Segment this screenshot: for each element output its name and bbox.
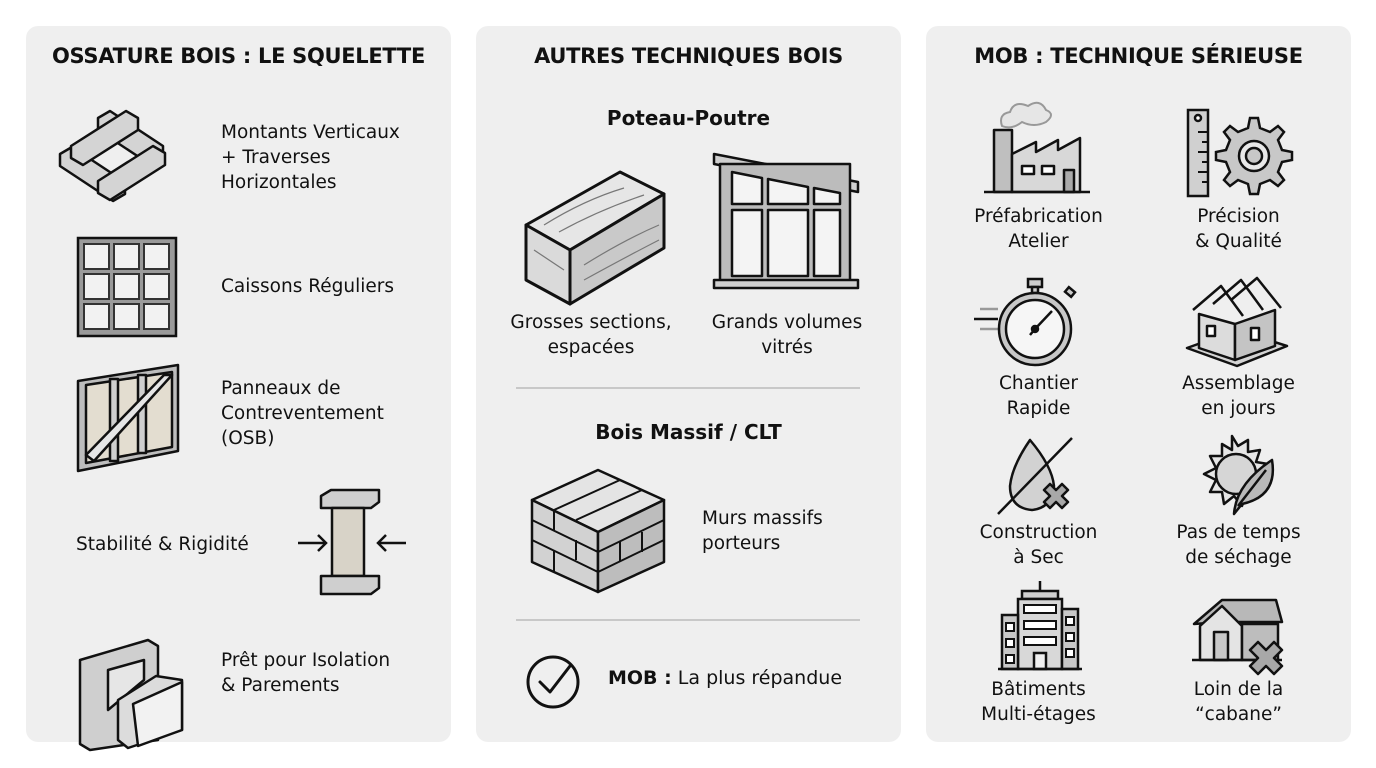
insulated-wall-layers-icon: [78, 638, 184, 752]
multi-storey-building-icon: [998, 581, 1082, 671]
item-label: espacées: [547, 337, 635, 358]
item-label: Chantier: [998, 373, 1079, 394]
item-label: Montants Verticaux: [221, 122, 400, 143]
item-label: Murs massifs: [702, 508, 823, 529]
large-glazed-window-icon: [712, 152, 860, 290]
panel-title: MOB : TECHNIQUE SÉRIEUSE: [974, 44, 1303, 68]
item-label: Atelier: [1008, 231, 1069, 252]
panel-title: OSSATURE BOIS : LE SQUELETTE: [51, 44, 425, 68]
timber-frame-grid-icon: [58, 109, 167, 203]
item-label: & Qualité: [1195, 231, 1282, 252]
item-label: & Parements: [221, 675, 340, 696]
braced-wall-panel-icon: [76, 363, 180, 473]
item-label: Loin de la: [1193, 679, 1284, 700]
divider: [516, 387, 860, 389]
item-label: Panneaux de: [221, 378, 341, 399]
item-label: Construction: [979, 522, 1098, 543]
item-label: Contreventement: [221, 403, 384, 424]
heavy-timber-beam-icon: [524, 170, 666, 306]
item-label: Assemblage: [1182, 373, 1295, 394]
no-water-drop-icon: [997, 437, 1073, 515]
divider: [516, 619, 860, 621]
check-circle-icon: [526, 655, 580, 709]
panel-ossature-bois: OSSATURE BOIS : LE SQUELETTE Montants Ve…: [26, 26, 451, 752]
item-label: Rapide: [1006, 398, 1071, 419]
footer-note: MOB : La plus répandue: [608, 666, 842, 691]
panel-title: AUTRES TECHNIQUES BOIS: [534, 44, 843, 68]
item-label: Grands volumes: [711, 312, 863, 333]
item-label: Caissons Réguliers: [221, 276, 395, 297]
item-label: Pas de temps: [1176, 522, 1301, 543]
factory-icon: [984, 101, 1090, 194]
item-label: Précision: [1197, 206, 1280, 227]
item-label: (OSB): [221, 428, 275, 449]
item-label: vitrés: [761, 337, 813, 358]
item-label: Stabilité & Rigidité: [76, 534, 249, 555]
item-label: porteurs: [702, 533, 781, 554]
item-label: Prêt pour Isolation: [221, 650, 391, 671]
item-label: Grosses sections,: [510, 312, 672, 333]
item-label: à Sec: [1013, 547, 1064, 568]
item-label: en jours: [1201, 398, 1276, 419]
sun-leaf-icon: [1202, 434, 1275, 516]
section-subtitle: Poteau-Poutre: [606, 106, 771, 130]
regular-boxes-grid-icon: [76, 236, 178, 338]
panel-mob-technique: MOB : TECHNIQUE SÉRIEUSE Préfabrication …: [926, 26, 1351, 742]
item-label: Horizontales: [221, 172, 337, 193]
clt-block-icon: [530, 468, 666, 594]
footer-text: La plus répandue: [671, 667, 843, 689]
item-label: Bâtiments: [991, 679, 1086, 700]
ruler-gear-icon: [1186, 108, 1294, 198]
footer-bold: MOB :: [608, 667, 672, 689]
panel-autres-techniques: AUTRES TECHNIQUES BOIS Poteau-Poutre: [476, 26, 901, 742]
column-under-compression-icon: [298, 488, 406, 596]
item-label: “cabane”: [1195, 704, 1282, 725]
item-label: Préfabrication: [974, 206, 1103, 227]
item-label: de séchage: [1185, 547, 1292, 568]
stopwatch-icon: [974, 277, 1077, 367]
item-label: Multi-étages: [981, 704, 1096, 725]
no-cabin-icon: [1192, 598, 1284, 676]
house-frame-assembly-icon: [1185, 276, 1289, 368]
item-label: + Traverses: [221, 147, 331, 168]
section-subtitle: Bois Massif / CLT: [595, 420, 782, 444]
